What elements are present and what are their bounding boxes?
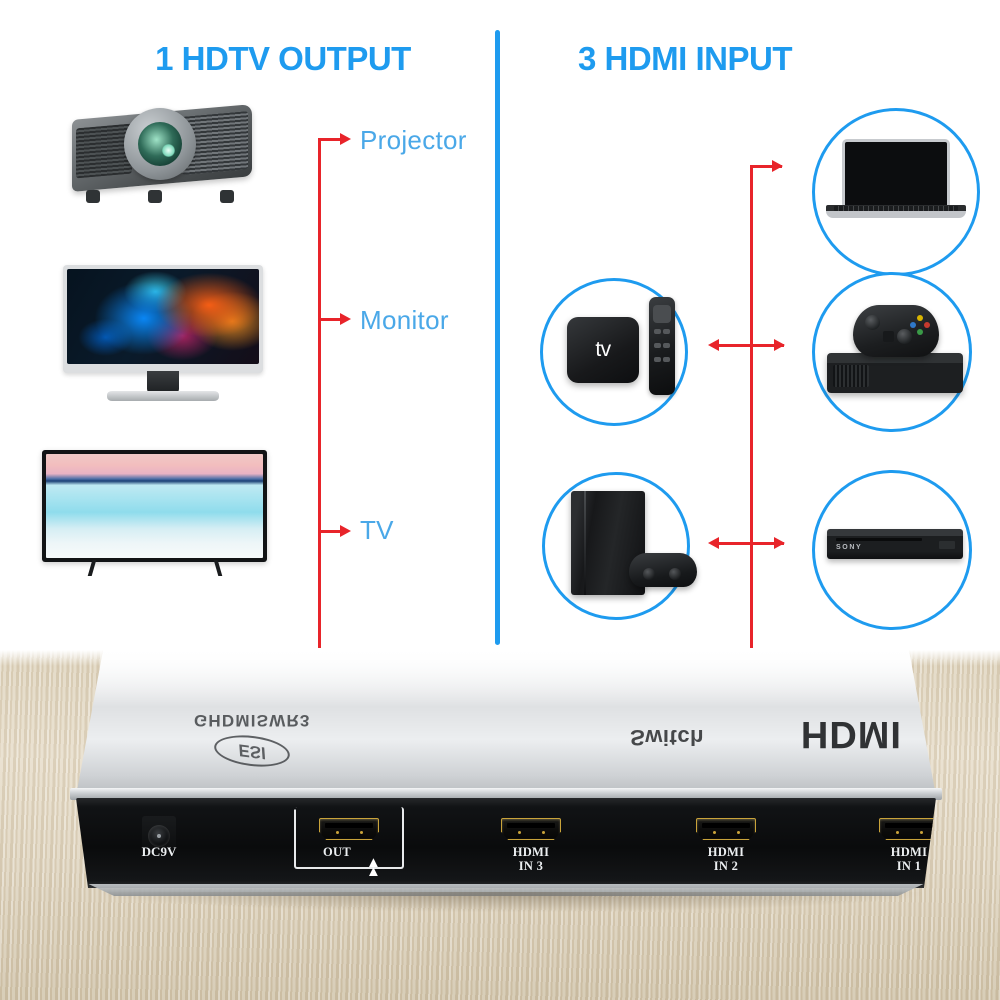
device-front-lip [70,788,942,800]
output-label-monitor: Monitor [360,305,449,335]
input-circle-xbox [812,272,972,432]
arrow-right-monitor-icon [340,313,351,325]
laptop-icon [815,111,977,273]
hdmi-in-1-port[interactable]: HDMI IN 1 [854,818,936,873]
arrow-right-laptop-icon [772,160,783,172]
xbox-icon [815,275,969,429]
input-circle-apple-tv: tv [540,278,688,426]
input-section-heading: 3 HDMI INPUT [577,40,793,77]
input-circle-bluray: SONY [812,470,972,630]
input-branch-middle [712,344,784,347]
apple-tv-icon: tv [543,281,685,423]
dc-power-label: DC9V [141,844,177,859]
hdmi-in-3-label: HDMI IN 3 [512,845,550,873]
input-trunk-line [750,165,753,770]
out-port-outline [294,807,404,869]
device-front-panel: DC9V OUT ▲▲ HDMI IN 3 [76,798,936,888]
arrow-right-bluray-icon [774,537,785,549]
input-circle-laptop [812,108,980,276]
device-product-subname: Switch [630,725,704,750]
bluray-brand-label: SONY [836,544,863,551]
output-label-tv: TV [360,515,394,545]
arrow-left-playstation-icon [708,537,719,549]
output-branch-projector [318,138,342,141]
arrow-right-xbox-icon [774,339,785,351]
hdmi-out-port[interactable]: OUT ▲▲ [294,807,404,879]
hdmi-in-2-label: HDMI IN 2 [707,845,745,873]
device-base-plate [88,884,924,896]
bluray-player-icon: SONY [815,473,969,627]
arrow-left-apple-tv-icon [708,339,719,351]
output-trunk-line [318,138,321,806]
tv-icon [42,450,277,580]
hdmi-in-2-port[interactable]: HDMI IN 2 [671,818,781,873]
device-product-name: HDMI [800,713,902,755]
device-top-shell: GHDMISWR3 ESI Switch HDMI [76,648,936,796]
projector-icon [52,100,272,205]
monitor-icon [55,265,270,405]
apple-tv-logo-text: tv [595,338,611,361]
output-branch-tv [318,530,342,533]
device-drop-shadow [102,892,922,912]
device-brand-logo: ESI [212,731,292,771]
playstation-icon [545,475,697,617]
dc-power-jack[interactable] [142,816,176,856]
arrow-right-projector-icon [340,133,351,145]
arrow-right-tv-icon [340,525,351,537]
hdmi-out-label: OUT [323,845,351,859]
section-divider [495,30,500,645]
output-branch-monitor [318,318,342,321]
hdmi-switch-device: GHDMISWR3 ESI Switch HDMI DC9V OUT ▲▲ [62,648,950,912]
input-branch-laptop [750,165,782,168]
input-circle-playstation [542,472,697,620]
double-chevron-up-icon: ▲▲ [366,854,381,880]
output-label-projector: Projector [360,125,467,155]
input-branch-lower [712,542,784,545]
hdmi-in-1-label: HDMI IN 1 [890,845,928,873]
device-model-label: GHDMISWR3 [194,711,311,730]
hdmi-in-3-port[interactable]: HDMI IN 3 [476,818,586,873]
output-section-heading: 1 HDTV OUTPUT [155,40,411,77]
